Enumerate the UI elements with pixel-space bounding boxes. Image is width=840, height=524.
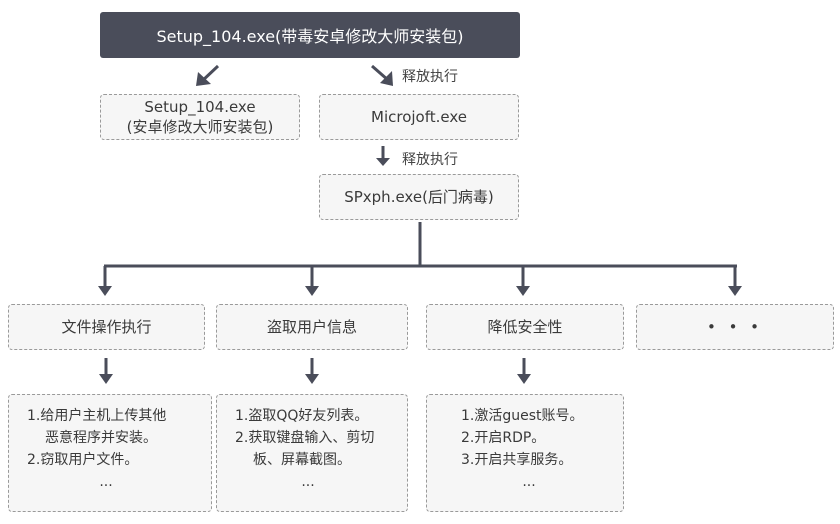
details-steal-info: 1.盗取QQ好友列表。 2.获取键盘输入、剪切 板、屏幕截图。 ... <box>216 394 408 512</box>
root-title: Setup_104.exe(带毒安卓修改大师安装包) <box>156 27 464 46</box>
category-label: 降低安全性 <box>487 318 563 336</box>
detail-line: 2.开启RDP。 <box>461 430 546 446</box>
category-lower-security: 降低安全性 <box>426 304 624 350</box>
root-node: Setup_104.exe(带毒安卓修改大师安装包) <box>100 12 520 58</box>
detail-ellipsis: ... <box>522 474 536 490</box>
arrowhead-spxph <box>376 158 390 166</box>
microjoft-label: Microjoft.exe <box>371 108 467 126</box>
arrowhead-microjoft <box>380 71 393 86</box>
arrowhead-setup <box>196 72 211 86</box>
arrowhead-cat1 <box>98 286 112 296</box>
detail-line: 板、屏幕截图。 <box>253 452 351 468</box>
detail-line: 3.开启共享服务。 <box>461 452 573 468</box>
details-lower-security: 1.激活guest账号。 2.开启RDP。 3.开启共享服务。 ... <box>426 394 624 512</box>
arrowhead-cat4 <box>728 286 742 296</box>
arrowhead-det3 <box>517 374 531 384</box>
detail-ellipsis: ... <box>99 474 113 490</box>
detail-line: 恶意程序并安装。 <box>45 430 157 446</box>
category-steal-info: 盗取用户信息 <box>216 304 408 350</box>
spxph-label: SPxph.exe(后门病毒) <box>344 188 494 206</box>
category-label: 文件操作执行 <box>61 318 152 336</box>
microjoft-node: Microjoft.exe <box>319 94 519 140</box>
detail-ellipsis: ... <box>301 474 315 490</box>
details-file-ops: 1.给用户主机上传其他 恶意程序并安装。 2.窃取用户文件。 ... <box>8 394 212 512</box>
setup-label-line2: (安卓修改大师安装包) <box>126 118 274 136</box>
detail-line: 1.盗取QQ好友列表。 <box>235 408 369 424</box>
detail-line: 1.给用户主机上传其他 <box>27 408 167 424</box>
detail-line: 2.窃取用户文件。 <box>27 452 139 468</box>
spxph-node: SPxph.exe(后门病毒) <box>319 174 519 220</box>
arrowhead-cat2 <box>305 286 319 296</box>
category-label: 盗取用户信息 <box>266 318 357 336</box>
category-more: • • • <box>636 304 834 350</box>
arrowhead-cat3 <box>516 286 530 296</box>
detail-line: 2.获取键盘输入、剪切 <box>235 430 375 446</box>
arrowhead-det2 <box>305 374 319 384</box>
edge-label-release-2: 释放执行 <box>402 152 458 168</box>
category-file-ops: 文件操作执行 <box>8 304 205 350</box>
category-label: • • • <box>706 318 764 336</box>
setup-label-line1: Setup_104.exe <box>144 98 256 116</box>
detail-line: 1.激活guest账号。 <box>461 408 584 424</box>
edge-label-release-1: 释放执行 <box>402 69 458 85</box>
setup-node: Setup_104.exe (安卓修改大师安装包) <box>100 94 300 140</box>
arrowhead-det1 <box>99 374 113 384</box>
